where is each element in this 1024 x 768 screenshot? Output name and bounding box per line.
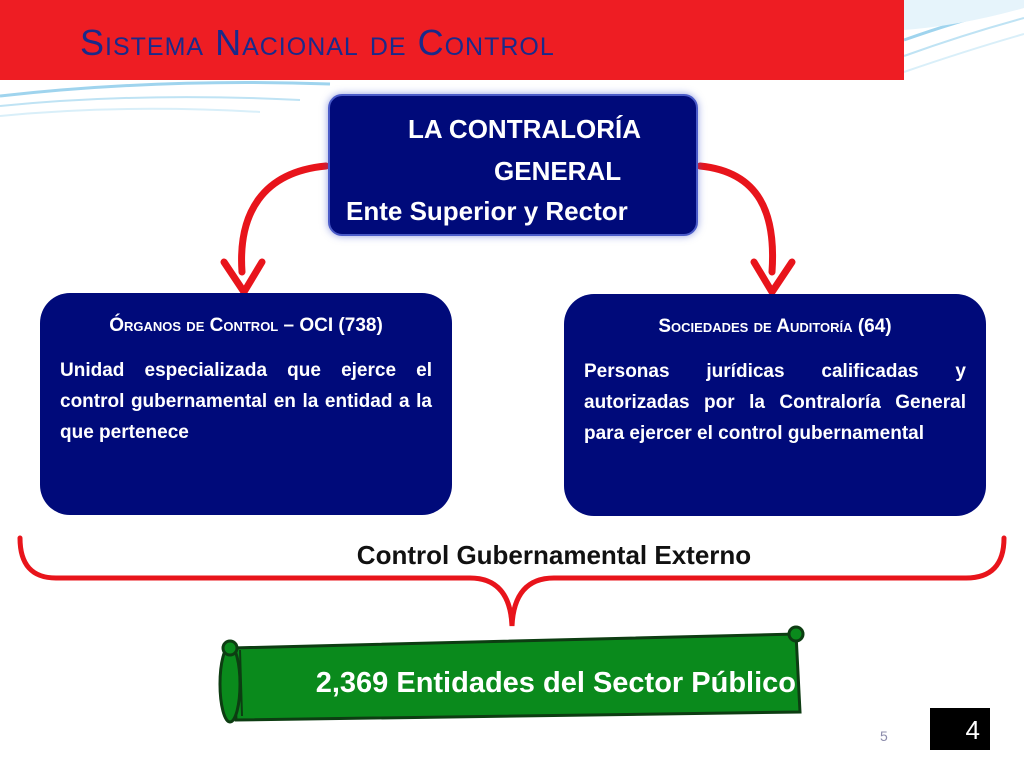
page-title: Sistema Nacional de Control bbox=[80, 22, 555, 63]
entidades-text: 2,369 Entidades del Sector Público bbox=[315, 667, 796, 699]
arrow-right bbox=[696, 162, 777, 276]
oci-box: Órganos de Control – OCI (738) Unidad es… bbox=[40, 293, 452, 515]
arrow-left bbox=[238, 162, 330, 276]
title-bar bbox=[0, 0, 904, 80]
slide-number: 4 bbox=[965, 715, 980, 745]
page-number: 5 bbox=[880, 728, 888, 744]
sociedades-title: Sociedades de Auditoría (64) bbox=[658, 316, 892, 337]
contraloria-box: LA CONTRALORÍA GENERAL Ente Superior y R… bbox=[328, 94, 698, 236]
contraloria-line3: Ente Superior y Rector bbox=[346, 196, 628, 226]
oci-title: Órganos de Control – OCI (738) bbox=[109, 315, 383, 336]
slide-number-badge: 4 bbox=[930, 708, 990, 750]
arrow-left-head bbox=[220, 258, 266, 296]
oci-description: Unidad especializada que ejerce el contr… bbox=[60, 360, 432, 443]
arrow-right-head bbox=[750, 258, 796, 296]
contraloria-line2: GENERAL bbox=[494, 156, 622, 186]
decorative-swoosh bbox=[0, 0, 1024, 117]
scroll-banner bbox=[218, 625, 805, 724]
control-externo-label: Control Gubernamental Externo bbox=[356, 540, 752, 570]
sociedades-box: Sociedades de Auditoría (64) Personas ju… bbox=[564, 294, 986, 516]
contraloria-line1: LA CONTRALORÍA bbox=[408, 114, 642, 144]
bracket bbox=[17, 535, 1007, 627]
sociedades-description: Personas jurídicas calificadas y autoriz… bbox=[584, 361, 966, 444]
